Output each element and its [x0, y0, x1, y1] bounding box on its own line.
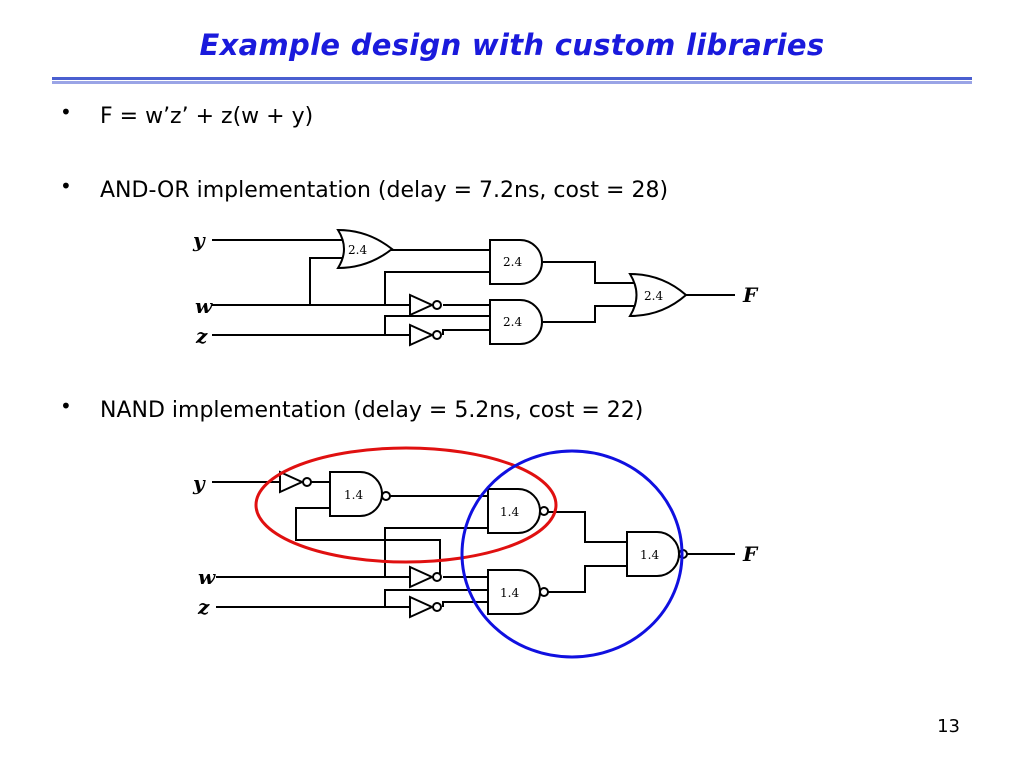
wire	[543, 261, 637, 284]
wire	[295, 507, 441, 577]
gate-delay-label: 1.4	[500, 586, 519, 600]
wire	[546, 511, 627, 543]
red-highlight-ellipse	[254, 446, 558, 564]
bullet-marker: •	[60, 100, 72, 124]
gate-delay-label: 1.4	[500, 505, 519, 519]
title-divider-shadow	[52, 81, 972, 84]
gate-delay-label: 1.4	[640, 548, 659, 562]
or-gate	[336, 228, 394, 270]
inverter-bubble	[302, 477, 312, 487]
wire	[543, 305, 637, 323]
page-number: 13	[937, 716, 960, 737]
input-label-y: y	[192, 228, 206, 252]
blue-highlight-ellipse	[460, 449, 684, 659]
bullet-text: F = w’z’ + z(w + y)	[100, 104, 314, 129]
input-label-y: y	[192, 471, 206, 495]
bullet-text: AND-OR implementation (delay = 7.2ns, co…	[100, 178, 669, 203]
inverter-bubble	[432, 602, 442, 612]
output-label-f: F	[742, 542, 759, 566]
nand-bubble	[381, 491, 391, 501]
gate-delay-label: 2.4	[644, 289, 663, 303]
nand-bubble	[539, 506, 549, 516]
wire	[546, 565, 627, 593]
gate-delay-label: 1.4	[344, 488, 363, 502]
title-divider	[52, 77, 972, 80]
inverter-bubble	[432, 330, 442, 340]
wire	[442, 329, 490, 335]
gate-delay-label: 2.4	[503, 315, 522, 329]
inverter-bubble	[432, 572, 442, 582]
wire	[384, 315, 490, 335]
bullet-marker: •	[60, 394, 72, 418]
wire	[384, 271, 490, 305]
bullet-text: NAND implementation (delay = 5.2ns, cost…	[100, 398, 644, 423]
wire	[384, 589, 488, 607]
inverter	[279, 470, 305, 494]
inverter	[409, 565, 435, 589]
input-label-w: w	[198, 565, 216, 589]
slide-title: Example design with custom libraries	[199, 28, 825, 62]
inverter	[409, 323, 435, 347]
and-gate	[489, 299, 543, 345]
nand-bubble	[539, 587, 549, 597]
input-label-z: z	[197, 595, 210, 619]
inverter	[409, 595, 435, 619]
inverter-bubble	[432, 300, 442, 310]
bullet-marker: •	[60, 174, 72, 198]
inverter	[409, 293, 435, 317]
and-gate	[489, 239, 543, 285]
wire	[442, 601, 488, 607]
input-label-w: w	[195, 294, 213, 318]
wire	[309, 257, 345, 305]
wire	[384, 527, 488, 577]
input-label-z: z	[195, 324, 208, 348]
gate-delay-label: 2.4	[503, 255, 522, 269]
output-label-f: F	[742, 283, 759, 307]
gate-delay-label: 2.4	[348, 243, 367, 257]
or-gate	[628, 272, 688, 318]
